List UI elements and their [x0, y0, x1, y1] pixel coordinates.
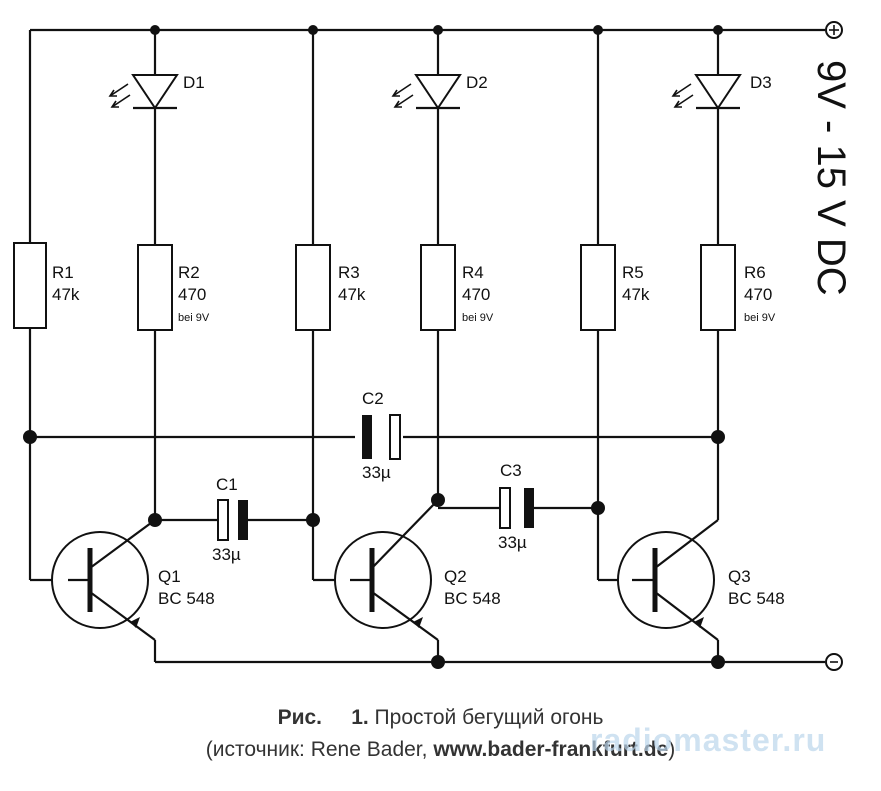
- caption-source-suffix: ): [668, 738, 676, 761]
- capacitor-c1-value: 33µ: [212, 545, 241, 564]
- transistor-q2-name: Q2: [444, 567, 467, 586]
- transistor-q2-type: BC 548: [444, 589, 501, 608]
- resistor-r6-note: bei 9V: [744, 312, 776, 324]
- led-d3: [671, 74, 742, 110]
- resistor-r4-name: R4: [462, 263, 484, 282]
- resistor-r3-name: R3: [338, 263, 360, 282]
- resistor-r3-value: 47k: [338, 285, 366, 304]
- transistor-q3-type: BC 548: [728, 589, 785, 608]
- resistor-r1-name: R1: [52, 263, 74, 282]
- watermark: radiomaster.ru: [590, 722, 827, 758]
- resistor-r6: [700, 244, 736, 331]
- capacitor-c3-value: 33µ: [498, 533, 527, 552]
- transistor-q1-name: Q1: [158, 567, 181, 586]
- caption-figure-number: 1.: [351, 706, 369, 729]
- resistor-r3: [295, 244, 331, 331]
- resistor-r5-name: R5: [622, 263, 644, 282]
- capacitor-c1: [217, 499, 248, 541]
- transistor-q1-type: BC 548: [158, 589, 215, 608]
- transistor-q3: [617, 519, 719, 641]
- capacitor-c2-value: 33µ: [362, 463, 391, 482]
- resistor-r4-note: bei 9V: [462, 312, 494, 324]
- negative-terminal: [825, 653, 843, 671]
- resistor-r6-name: R6: [744, 263, 766, 282]
- led-d2-label: D2: [466, 73, 488, 92]
- capacitor-c2-name: C2: [362, 389, 384, 408]
- supply-voltage-label: 9V - 15 V DC: [809, 60, 853, 296]
- figure-caption-source: (источник: Rene Bader, www.bader-frankfu…: [0, 738, 881, 762]
- transistor-q3-name: Q3: [728, 567, 751, 586]
- resistor-r2-name: R2: [178, 263, 200, 282]
- transistor-q2: [334, 499, 439, 641]
- resistor-r2-value: 470: [178, 285, 206, 304]
- transistor-q1: [51, 519, 156, 641]
- capacitor-c1-name: C1: [216, 475, 238, 494]
- resistor-r1: [13, 242, 47, 329]
- led-d1: [108, 74, 179, 110]
- caption-source-prefix: (источник: Rene Bader,: [205, 738, 434, 761]
- capacitor-c2: [355, 414, 403, 460]
- led-d3-label: D3: [750, 73, 772, 92]
- resistor-r4: [420, 244, 456, 331]
- figure-caption-title: Рис. 1. Простой бегущий огонь: [0, 706, 881, 730]
- junction-dots: [23, 25, 725, 669]
- resistor-r2: [137, 244, 173, 331]
- led-d2: [391, 74, 462, 110]
- capacitor-c3: [499, 487, 534, 529]
- caption-figure-label: Рис.: [277, 706, 322, 729]
- caption-source-url: www.bader-frankfurt.de: [433, 738, 669, 761]
- resistor-r1-value: 47k: [52, 285, 80, 304]
- capacitor-c3-name: C3: [500, 461, 522, 480]
- resistor-r4-value: 470: [462, 285, 490, 304]
- resistor-r6-value: 470: [744, 285, 772, 304]
- resistor-r5: [580, 244, 616, 331]
- resistor-r5-value: 47k: [622, 285, 650, 304]
- led-d1-label: D1: [183, 73, 205, 92]
- positive-terminal: [825, 21, 843, 39]
- resistor-r2-note: bei 9V: [178, 312, 210, 324]
- caption-title: Простой бегущий огонь: [374, 706, 604, 729]
